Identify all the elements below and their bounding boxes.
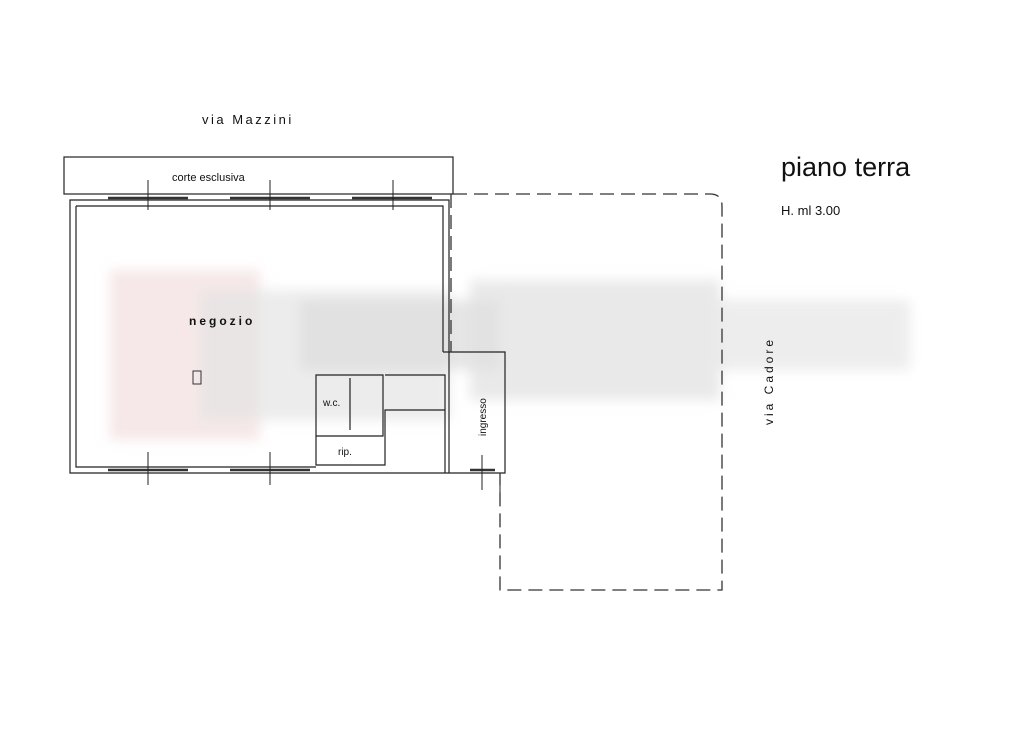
street-via-cadore: via Cadore <box>762 337 776 425</box>
label-corte-esclusiva: corte esclusiva <box>172 172 246 184</box>
label-rip: rip. <box>338 447 352 458</box>
plan-title: piano terra <box>781 152 911 182</box>
label-ingresso: ingresso <box>478 398 489 436</box>
corridor-wall <box>385 374 446 410</box>
pillar <box>192 370 202 385</box>
label-negozio: negozio <box>189 314 255 328</box>
label-wc: w.c. <box>322 398 340 409</box>
blurred-region <box>110 270 910 440</box>
building-walls <box>69 199 506 474</box>
height-note: H. ml 3.00 <box>781 203 840 218</box>
street-via-mazzini: via Mazzini <box>202 112 294 127</box>
court-outline <box>63 156 454 195</box>
yard-dashed-outline <box>453 193 723 591</box>
